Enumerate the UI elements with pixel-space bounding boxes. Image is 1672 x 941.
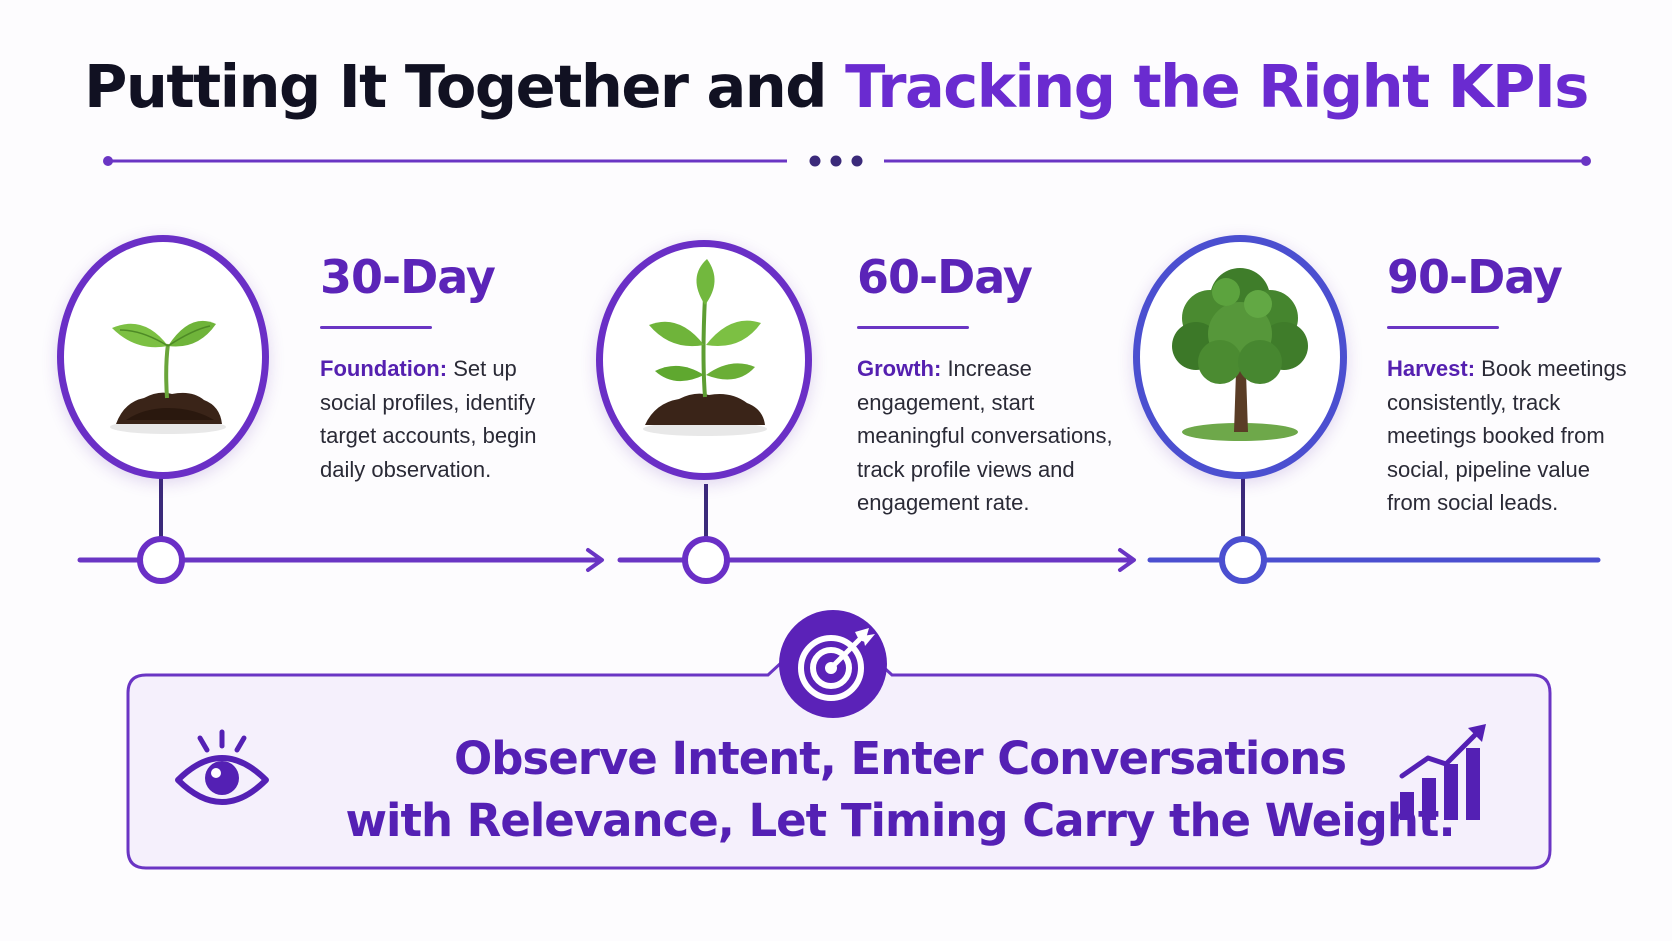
phase-2-body: Increase engagement, start meaningful co… [857, 356, 1113, 515]
phase-1-heading: 30-Day [320, 250, 496, 304]
title-part-2: Tracking the Right KPIs [845, 52, 1589, 121]
target-badge [779, 610, 887, 718]
phase-3-label: Harvest: [1387, 356, 1476, 381]
target-icon [798, 628, 875, 701]
sprout-icon [110, 320, 226, 434]
phase-1-image [57, 235, 269, 479]
phase-1-description: Foundation: Set up social profiles, iden… [320, 352, 560, 486]
page-title: Putting It Together and Tracking the Rig… [0, 52, 1672, 121]
phase-3-rule [1387, 326, 1499, 329]
banner-line-2: with Relevance, Let Timing Carry the Wei… [345, 794, 1455, 847]
phase-1-label: Foundation: [320, 356, 448, 381]
banner-line-1: Observe Intent, Enter Conversations [453, 732, 1347, 785]
eye-icon [175, 729, 269, 805]
phase-2-heading: 60-Day [857, 250, 1033, 304]
phase-1-body: Set up social profiles, identify target … [320, 356, 537, 482]
phase-3-heading: 90-Day [1387, 250, 1563, 304]
phase-2-label: Growth: [857, 356, 942, 381]
phase-3-image [1133, 235, 1347, 479]
phase-3-body: Book meetings consistently, track meetin… [1387, 356, 1627, 515]
young-plant-icon [643, 259, 767, 436]
phase-2-image [596, 240, 812, 480]
growth-chart-icon [1399, 724, 1486, 820]
tree-icon [1172, 268, 1308, 441]
phase-1-rule [320, 326, 432, 329]
banner-text: Observe Intent, Enter Conversations with… [280, 728, 1520, 852]
phase-2-description: Growth: Increase engagement, start meani… [857, 352, 1115, 520]
phase-2-rule [857, 326, 969, 329]
phase-3-description: Harvest: Book meetings consistently, tra… [1387, 352, 1627, 520]
title-part-1: Putting It Together and [84, 52, 846, 121]
